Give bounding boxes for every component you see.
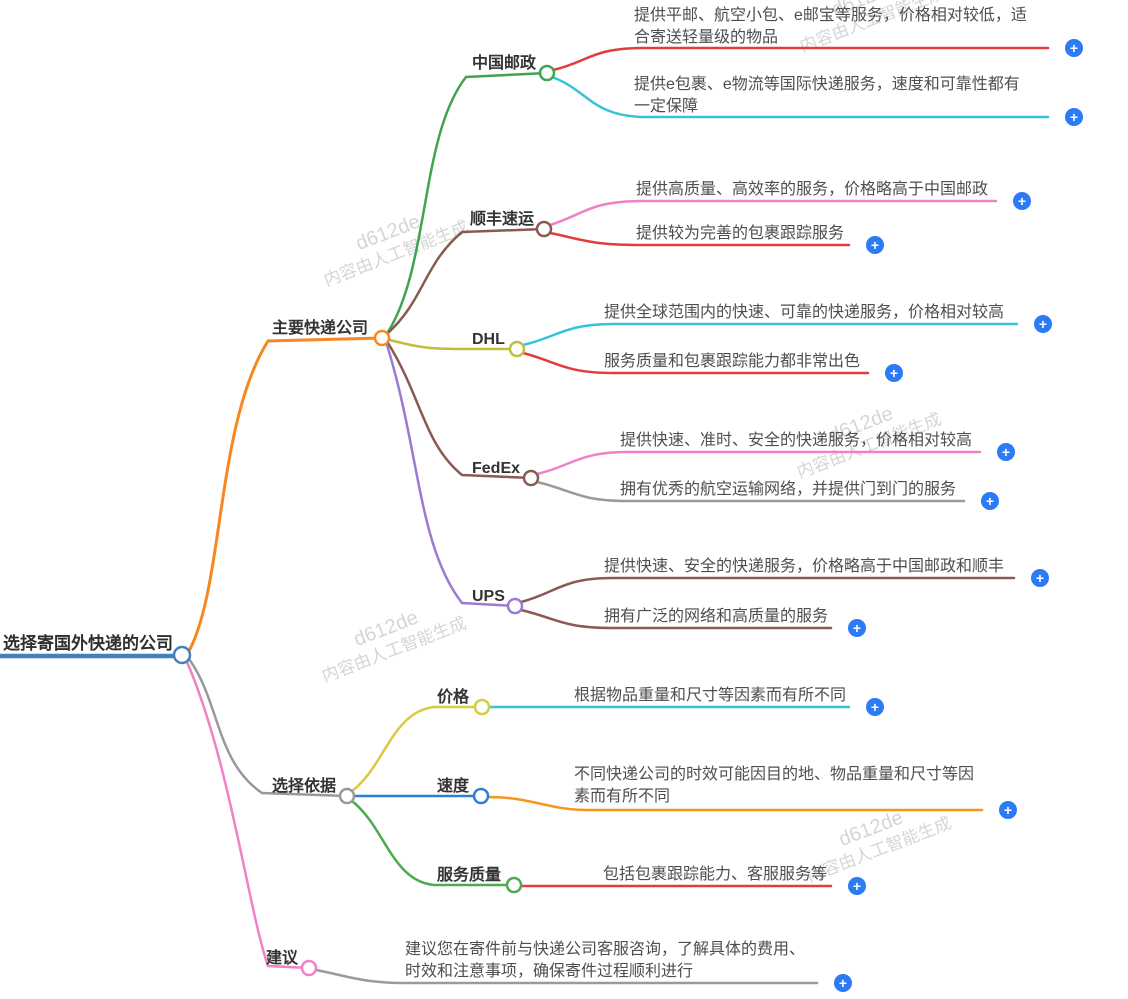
add-button-ups-2[interactable]: + [848, 619, 866, 637]
add-button-dhl-2[interactable]: + [885, 364, 903, 382]
leaf-service-quality-1[interactable]: 包括包裹跟踪能力、客服服务等 [603, 866, 828, 883]
edge-ups [385, 343, 517, 608]
handle-criteria[interactable] [338, 787, 356, 805]
add-button-dhl-1[interactable]: + [1034, 315, 1052, 333]
leaf-sf-express-1[interactable]: 提供高质量、高效率的服务，价格略高于中国邮政 [636, 181, 989, 198]
handle-service-quality[interactable] [505, 876, 523, 894]
edge-dhl-leaf-1 [521, 322, 1019, 347]
leaf-china-post-2[interactable]: 提供e包裹、e物流等国际快递服务，速度和可靠性都有 一定保障 [634, 76, 1020, 115]
edge-dhl [388, 338, 519, 351]
handle-speed[interactable] [472, 787, 490, 805]
add-button-sf-express-2[interactable]: + [866, 236, 884, 254]
handle-sf-express[interactable] [535, 220, 553, 238]
edge-root-advice [185, 660, 311, 970]
node-fedex[interactable]: FedEx [472, 460, 521, 477]
leaf-ups-2[interactable]: 拥有广泛的网络和高质量的服务 [604, 608, 829, 625]
edge-china-post [386, 71, 549, 334]
edge-sf-leaf-2 [548, 231, 851, 247]
edge-price [350, 705, 478, 793]
add-button-china-post-2[interactable]: + [1065, 108, 1083, 126]
add-button-fedex-2[interactable]: + [981, 492, 999, 510]
handle-price[interactable] [473, 698, 491, 716]
edge-advice-leaf [314, 968, 819, 985]
edge-fedex [386, 341, 533, 480]
edge-sf-express [386, 227, 546, 335]
add-button-ups-1[interactable]: + [1031, 569, 1049, 587]
edge-fedex-leaf-2 [535, 480, 966, 503]
handle-fedex[interactable] [522, 469, 540, 487]
node-dhl[interactable]: DHL [472, 331, 505, 348]
node-criteria[interactable]: 选择依据 [272, 778, 337, 795]
add-button-fedex-1[interactable]: + [997, 443, 1015, 461]
edge-fedex-leaf-1 [535, 450, 982, 476]
handle-dhl[interactable] [508, 340, 526, 358]
leaf-sf-express-2[interactable]: 提供较为完善的包裹跟踪服务 [636, 225, 845, 242]
leaf-china-post-1[interactable]: 提供平邮、航空小包、e邮宝等服务，价格相对较低，适 合寄送轻量级的物品 [634, 7, 1027, 46]
handle-main-companies[interactable] [373, 329, 391, 347]
root-node[interactable]: 选择寄国外快递的公司 [3, 634, 173, 653]
node-price[interactable]: 价格 [437, 689, 470, 706]
node-advice[interactable]: 建议 [266, 950, 299, 967]
node-service-quality[interactable]: 服务质量 [437, 867, 502, 884]
handle-ups[interactable] [506, 597, 524, 615]
edge-ups-leaf-2 [519, 608, 833, 630]
leaf-fedex-1[interactable]: 提供快速、准时、安全的快递服务，价格相对较高 [620, 432, 973, 449]
add-button-price-1[interactable]: + [866, 698, 884, 716]
leaf-ups-1[interactable]: 提供快速、安全的快递服务，价格略高于中国邮政和顺丰 [604, 558, 1005, 575]
node-sf-express[interactable]: 顺丰速运 [470, 211, 535, 228]
edge-ups-leaf-1 [519, 576, 1016, 604]
node-ups[interactable]: UPS [472, 588, 505, 605]
edge-service-quality [350, 799, 509, 887]
edge-sf-leaf-1 [548, 199, 998, 227]
edge-root-criteria [187, 657, 349, 798]
leaf-dhl-2[interactable]: 服务质量和包裹跟踪能力都非常出色 [604, 353, 861, 370]
leaf-fedex-2[interactable]: 拥有优秀的航空运输网络，并提供门到门的服务 [620, 481, 957, 498]
add-button-speed-1[interactable]: + [999, 801, 1017, 819]
node-china-post[interactable]: 中国邮政 [472, 55, 537, 72]
node-main-companies[interactable]: 主要快递公司 [272, 320, 369, 337]
handle-advice[interactable] [300, 959, 318, 977]
edge-dhl-leaf-2 [521, 351, 870, 375]
add-button-service-quality-1[interactable]: + [848, 877, 866, 895]
handle-root[interactable] [172, 645, 192, 665]
edge-speed-leaf [486, 795, 984, 812]
add-button-sf-express-1[interactable]: + [1013, 192, 1031, 210]
add-button-advice-1[interactable]: + [834, 974, 852, 992]
leaf-price-1[interactable]: 根据物品重量和尺寸等因素而有所不同 [574, 687, 847, 704]
leaf-dhl-1[interactable]: 提供全球范围内的快速、可靠的快递服务，价格相对较高 [604, 304, 1005, 321]
handle-china-post[interactable] [538, 64, 556, 82]
edge-china-post-leaf-2 [550, 75, 1050, 119]
edge-root-main-companies [187, 336, 384, 653]
node-speed[interactable]: 速度 [437, 778, 470, 795]
edge-china-post-leaf-1 [551, 46, 1050, 72]
leaf-advice-1[interactable]: 建议您在寄件前与快递公司客服咨询，了解具体的费用、 时效和注意事项，确保寄件过程… [405, 941, 806, 980]
leaf-speed-1[interactable]: 不同快递公司的时效可能因目的地、物品重量和尺寸等因 素而有所不同 [574, 766, 975, 805]
add-button-china-post-1[interactable]: + [1065, 39, 1083, 57]
